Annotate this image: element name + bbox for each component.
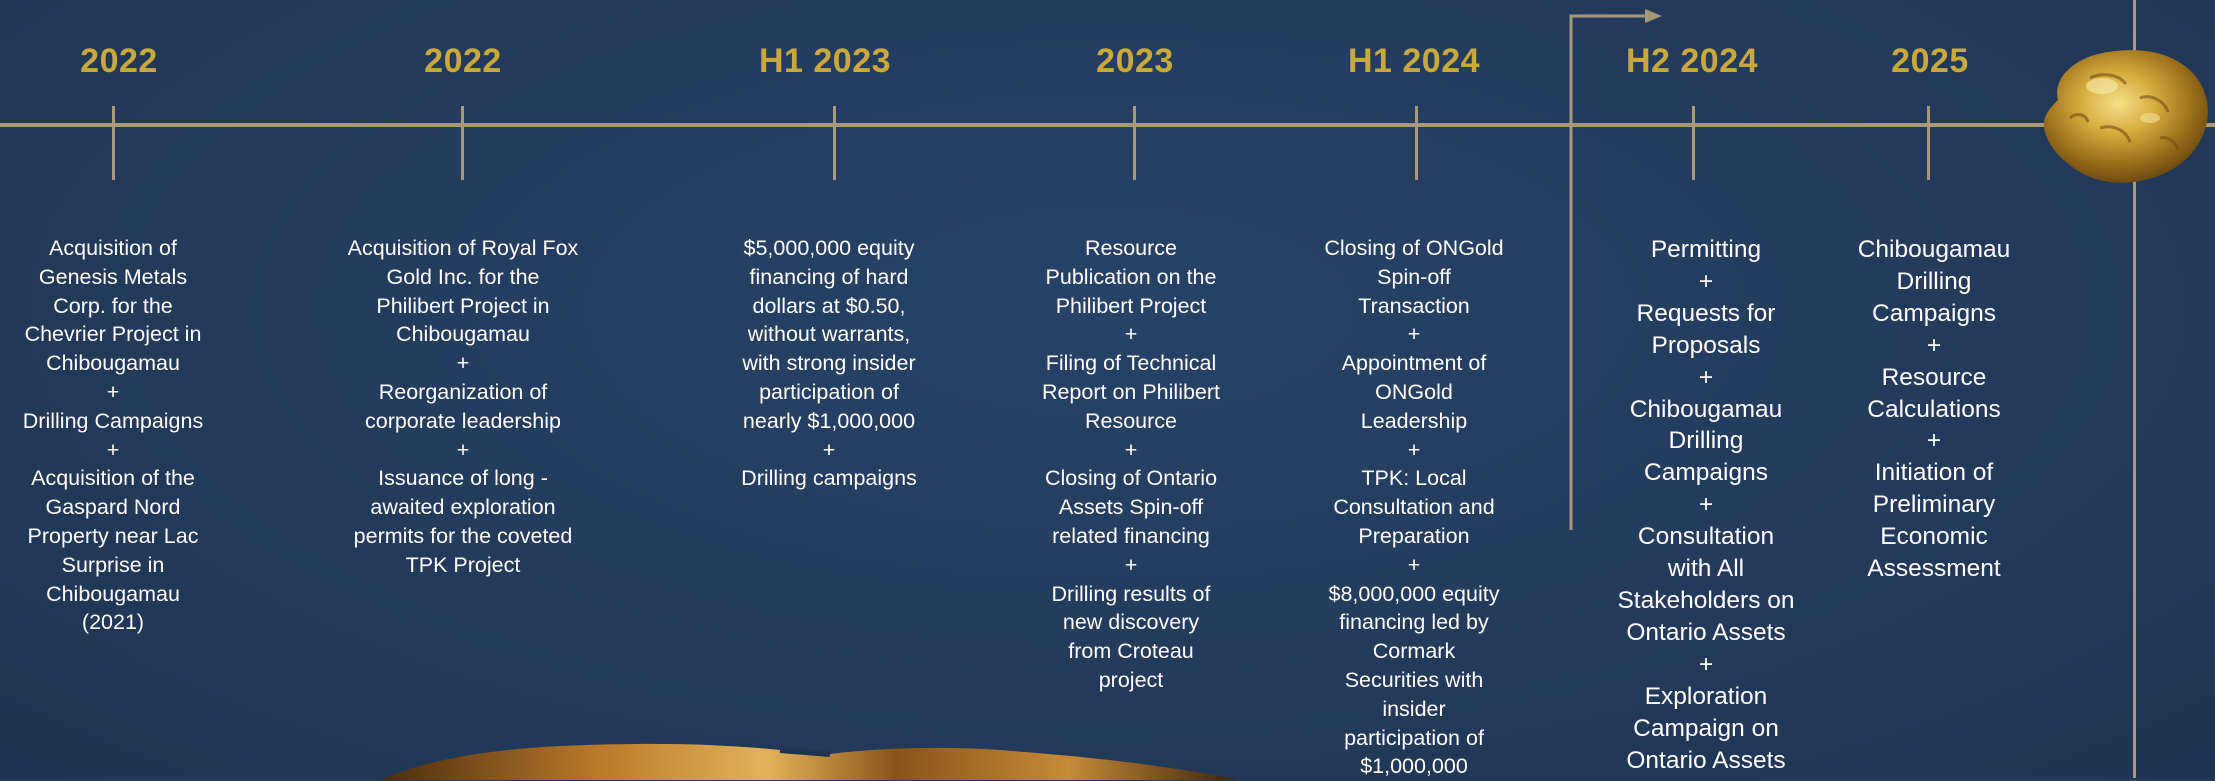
milestone-year: 2022 bbox=[80, 42, 158, 80]
milestone-description: Chibougamau Drilling Campaigns + Resourc… bbox=[1857, 236, 2011, 583]
milestone-tick bbox=[1133, 106, 1136, 180]
milestone-tick bbox=[461, 106, 464, 180]
milestone-description: Acquisition of Genesis Metals Corp. for … bbox=[22, 236, 204, 635]
milestone-description: $5,000,000 equity financing of hard doll… bbox=[741, 236, 917, 491]
milestone-description: Closing of ONGold Spin-off Transaction +… bbox=[1324, 236, 1504, 779]
gold-nugget-image bbox=[2044, 50, 2208, 183]
milestone-description: Acquisition of Royal Fox Gold Inc. for t… bbox=[347, 236, 579, 577]
milestone-tick bbox=[112, 106, 115, 180]
milestone-year: 2023 bbox=[1096, 42, 1174, 80]
milestone-tick bbox=[1415, 106, 1418, 180]
milestone-year: H1 2024 bbox=[1347, 42, 1481, 80]
milestone-year: H1 2023 bbox=[758, 42, 892, 80]
gold-ore-image bbox=[380, 743, 1240, 780]
timeline-right-border bbox=[2133, 0, 2136, 778]
milestone-tick bbox=[833, 106, 836, 180]
timeline-axis bbox=[0, 123, 2215, 127]
milestone-year: H2 2024 bbox=[1625, 42, 1759, 80]
milestone-tick bbox=[1692, 106, 1695, 180]
milestone-year: 2025 bbox=[1891, 42, 1969, 80]
milestone-description: Resource Publication on the Philibert Pr… bbox=[1041, 236, 1221, 692]
milestone-tick bbox=[1927, 106, 1930, 180]
milestone-description: Permitting + Requests for Proposals + Ch… bbox=[1617, 236, 1795, 774]
milestone-year: 2022 bbox=[424, 42, 502, 80]
